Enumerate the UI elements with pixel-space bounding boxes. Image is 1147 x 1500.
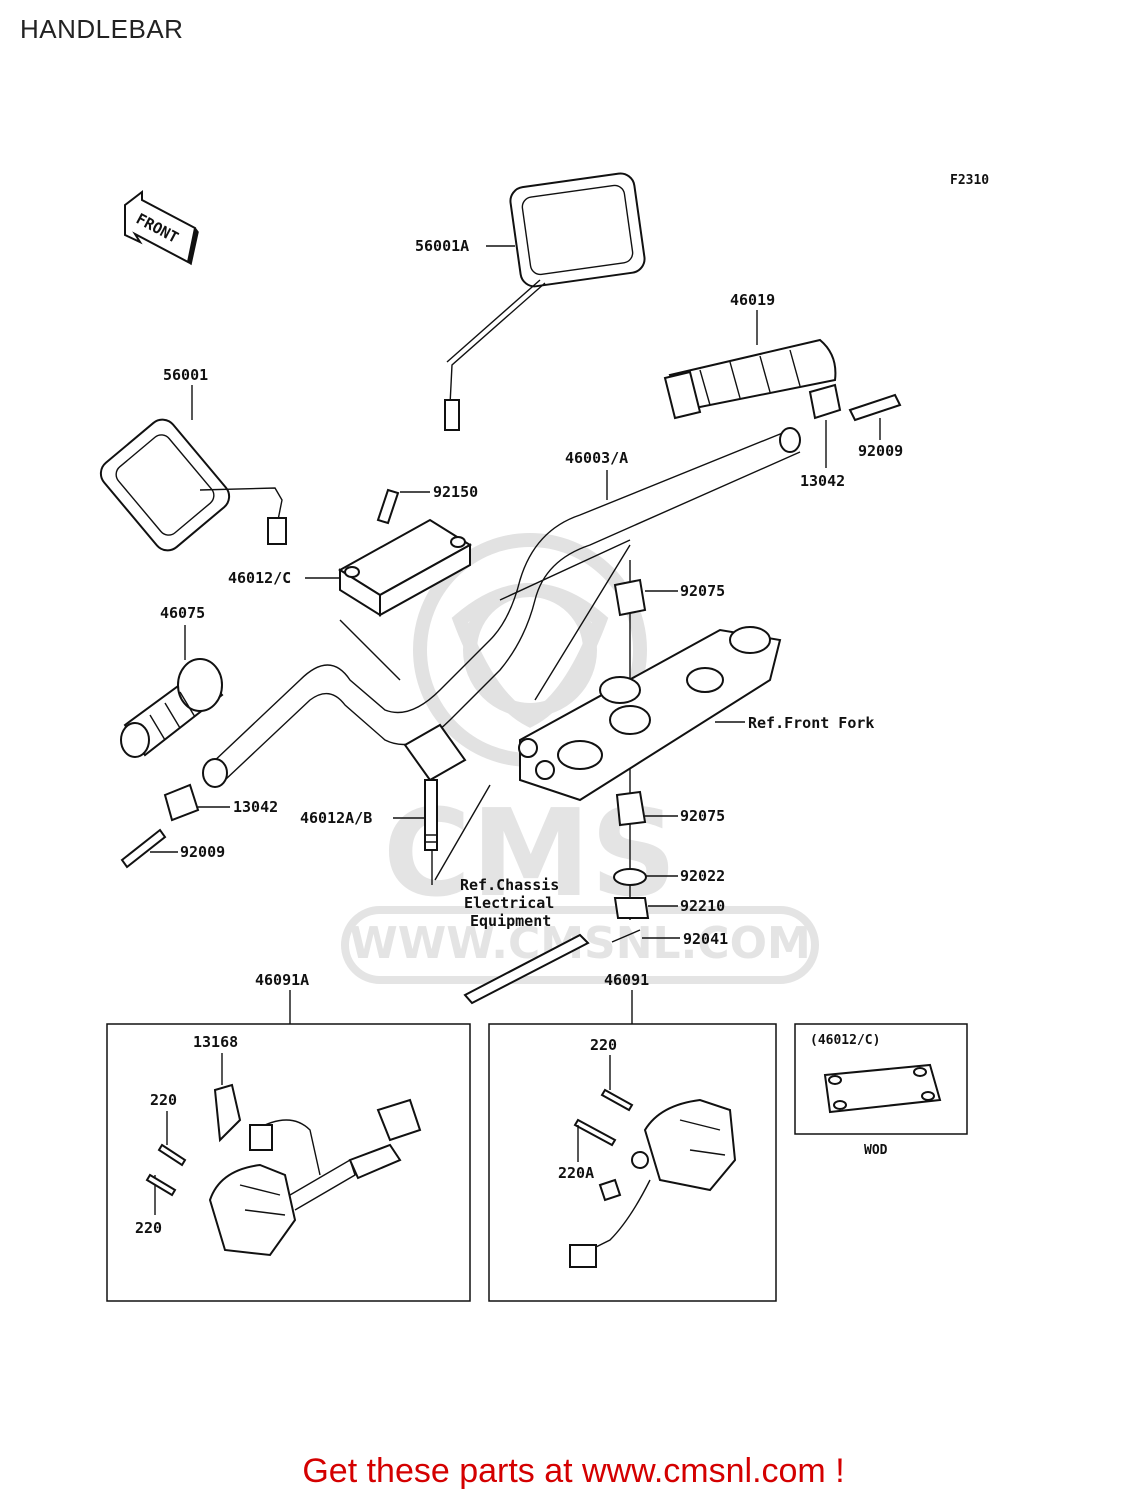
- label-220A: 220A: [558, 1164, 594, 1182]
- label-wod: WOD: [864, 1143, 888, 1158]
- grip-right: [663, 338, 837, 420]
- cable-tie: [463, 933, 590, 1005]
- mirror-right: [444, 172, 646, 431]
- label-46003A: 46003/A: [565, 449, 628, 467]
- nut-92075-lower: [615, 790, 647, 827]
- lower-clamp: [403, 723, 467, 851]
- label-46019: 46019: [730, 291, 775, 309]
- nut-92210: [613, 897, 650, 919]
- label-46012AB: 46012A/B: [300, 809, 372, 827]
- label-13168: 13168: [193, 1033, 238, 1051]
- label-220-left-a: 220: [150, 1091, 177, 1109]
- grip-left: [120, 658, 224, 758]
- label-ref-chassis-1: Ref.Chassis: [460, 876, 559, 894]
- bolt-92009-left: [120, 828, 167, 869]
- label-46012C: 46012/C: [228, 569, 291, 587]
- right-switch-box: [488, 1023, 777, 1302]
- bolt-92009-right: [848, 393, 902, 422]
- label-56001A: 56001A: [415, 237, 469, 255]
- label-46075: 46075: [160, 604, 205, 622]
- bar-end-weight-right: [808, 383, 842, 420]
- figure-code: F2310: [950, 173, 989, 188]
- mirror-left: [99, 418, 287, 552]
- label-13042-right: 13042: [800, 472, 845, 490]
- page-title: HANDLEBAR: [20, 14, 184, 44]
- front-arrow-icon: FRONT: [124, 189, 199, 266]
- bolt-92150: [376, 488, 400, 525]
- bar-end-weight-left: [163, 783, 200, 822]
- label-92150: 92150: [433, 483, 478, 501]
- triple-clamp: [518, 626, 782, 802]
- label-ref-front-fork: Ref.Front Fork: [748, 714, 874, 732]
- cta-link[interactable]: Get these parts at www.cmsnl.com !: [302, 1452, 845, 1490]
- label-ref-chassis-3: Equipment: [470, 912, 551, 930]
- label-92075-lower: 92075: [680, 807, 725, 825]
- label-92041: 92041: [683, 930, 728, 948]
- label-92009-right: 92009: [858, 442, 903, 460]
- label-inset-46012C: (46012/C): [810, 1033, 880, 1048]
- inset-clamp-wod: [823, 1063, 942, 1114]
- label-92075-upper: 92075: [680, 582, 725, 600]
- washer-92022: [613, 868, 647, 886]
- label-220-left-b: 220: [135, 1219, 162, 1237]
- left-switch-box: [106, 1023, 471, 1302]
- label-46091A: 46091A: [255, 971, 309, 989]
- label-92210: 92210: [680, 897, 725, 915]
- clip-92041: [611, 929, 641, 943]
- bracket-13168: [213, 1083, 242, 1143]
- label-46091: 46091: [604, 971, 649, 989]
- label-92022: 92022: [680, 867, 725, 885]
- label-220-right: 220: [590, 1036, 617, 1054]
- nut-92075-upper: [613, 578, 647, 617]
- label-ref-chassis-2: Electrical: [464, 894, 554, 912]
- left-switch-housing: [208, 1098, 422, 1257]
- label-56001: 56001: [163, 366, 208, 384]
- label-13042-left: 13042: [233, 798, 278, 816]
- handlebar: [202, 427, 801, 788]
- label-92009-left: 92009: [180, 843, 225, 861]
- upper-clamp: [338, 518, 472, 617]
- inset-box-46012C: [794, 1023, 968, 1135]
- right-switch-housing: [569, 1098, 737, 1268]
